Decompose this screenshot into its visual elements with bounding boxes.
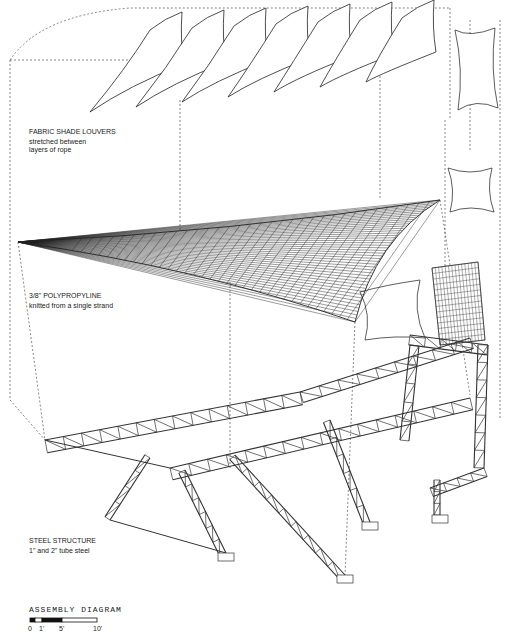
part-note: knitted from a single strand [28,302,114,310]
scale-bar [30,618,97,622]
footings [218,515,448,583]
rope-net-patch [432,262,485,345]
scale-number: 5' [58,625,65,633]
shade-louvers [90,0,436,112]
rope-net [18,200,440,322]
scale-number: 10' [92,625,103,633]
projection-lines [10,8,500,575]
scale-number: 1' [38,625,45,633]
part-heading: 3/8" POLYPROPYLINE [28,292,102,300]
fabric-panels [360,28,498,345]
scale-number: 0 [27,625,33,633]
part-heading: STEEL STRUCTURE [28,537,97,545]
part-note: stretched between layers of rope [28,138,102,154]
part-heading: FABRIC SHADE LOUVERS [28,128,117,136]
diagram-title: ASSEMBLY DIAGRAM [28,605,123,614]
part-note: 1" and 2" tube steel [28,547,91,555]
steel-truss [45,335,488,580]
